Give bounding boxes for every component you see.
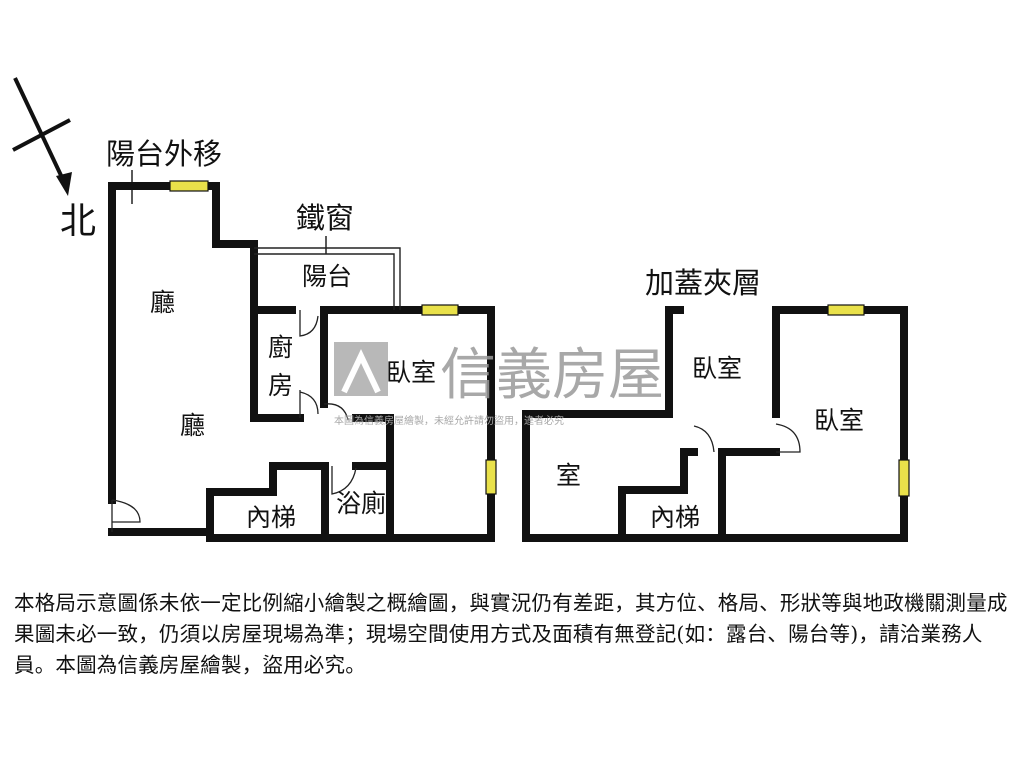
bath-wall	[321, 414, 394, 542]
mezz-outer-wall	[522, 306, 908, 542]
main-outer-wall	[108, 182, 304, 504]
watermark-small: 本圖為信義房屋繪製，未經允許請勿盜用，違者必究	[334, 414, 564, 427]
compass: 北	[12, 77, 96, 242]
mezz-inner-wall	[718, 448, 780, 542]
window-living	[169, 180, 209, 192]
mezzanine-floor	[522, 304, 910, 542]
room-stairs-main: 內梯	[246, 503, 296, 532]
room-living-2: 廳	[180, 411, 205, 440]
watermark-brand: 信義房屋	[440, 343, 664, 408]
room-mezz-bedroom-1: 臥室	[692, 354, 742, 383]
disclaimer-text: 本格局示意圖係未依一定比例縮小繪製之概繪圖，與實況仍有差距，其方位、格局、形狀等…	[14, 591, 1008, 677]
mezz-stairs-wall	[618, 448, 698, 542]
window-mezz-side	[898, 459, 910, 497]
room-mezz-bedroom-2: 臥室	[814, 406, 864, 435]
door-mezz-room	[693, 425, 715, 453]
watermark-logo-mark	[341, 348, 381, 394]
room-bathroom: 浴廁	[336, 489, 386, 518]
door-bath	[331, 466, 357, 495]
door-bedroom	[323, 403, 349, 421]
note-mezzanine: 加蓋夾層	[645, 266, 761, 300]
room-kitchen-1: 廚	[268, 333, 293, 362]
window-mezz-top	[827, 304, 865, 316]
room-mezz-room: 室	[556, 461, 581, 490]
room-bedroom-main: 臥室	[386, 358, 436, 387]
room-mezz-stairs: 內梯	[650, 503, 700, 532]
balcony-outline	[254, 247, 401, 310]
door-mezz-bedroom	[775, 423, 801, 453]
door-kitchen	[299, 310, 319, 337]
watermark: 信義房屋 本圖為信義房屋繪製，未經允許請勿盜用，違者必究	[334, 342, 664, 427]
north-arrow-shaft	[13, 77, 68, 187]
note-iron-window: 鐵窗	[296, 201, 354, 235]
door-living	[111, 499, 141, 532]
floor-plan: 北 陽台外移 鐵窗 加蓋夾層 廳 廳 陽台 廚 房 臥室	[12, 77, 910, 542]
window-bedroom	[421, 304, 459, 316]
main-bottom-wall	[108, 462, 329, 536]
room-kitchen-2: 房	[268, 371, 293, 400]
window-bedroom-side	[485, 459, 497, 495]
north-arrow-head	[56, 172, 72, 196]
main-floor	[108, 180, 497, 542]
north-label: 北	[60, 201, 96, 242]
north-arrow-crossbar	[12, 118, 71, 152]
door-kitchen-bottom	[299, 390, 319, 418]
note-balcony-moved-out: 陽台外移	[106, 137, 222, 171]
room-balcony: 陽台	[302, 262, 352, 291]
room-living-1: 廳	[150, 288, 175, 317]
